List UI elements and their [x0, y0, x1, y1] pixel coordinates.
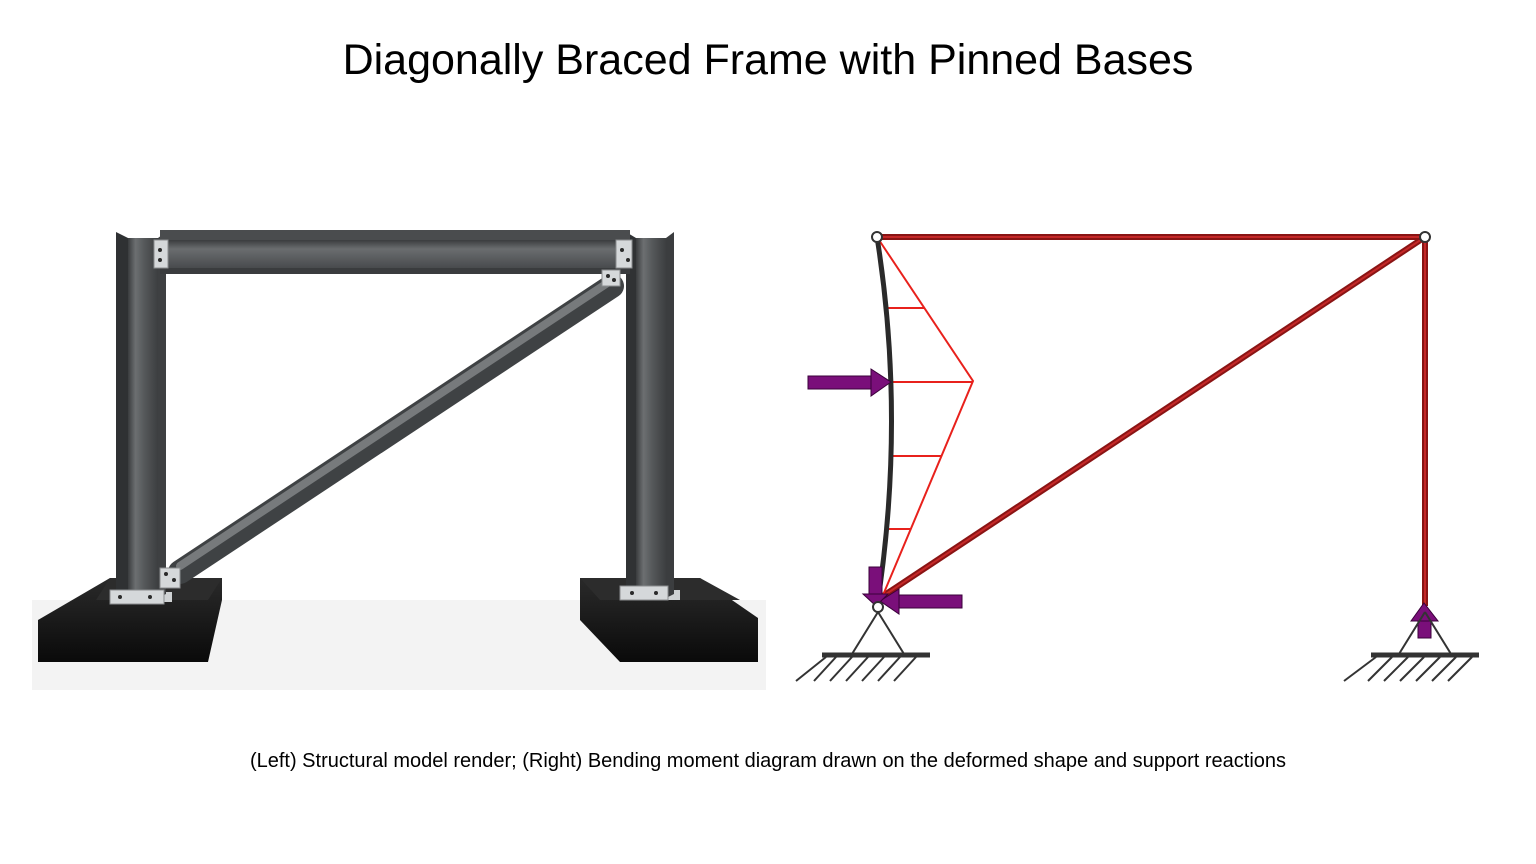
- top-beam: [160, 230, 630, 274]
- right-pinned-support: [1343, 611, 1479, 682]
- applied-load-arrow: [807, 368, 892, 397]
- right-column: [626, 232, 674, 598]
- left-pinned-support: [795, 611, 930, 682]
- left-horizontal-reaction-arrow: [879, 588, 963, 615]
- figure-caption: (Left) Structural model render; (Right) …: [249, 750, 1287, 772]
- moment-diagram: [876, 236, 975, 608]
- pin-joints: [871, 231, 1431, 613]
- diagonal-brace: [168, 274, 624, 584]
- left-vertical-reaction-arrow: [861, 566, 890, 607]
- right-vertical-reaction-arrow: [1410, 602, 1440, 639]
- deformed-left-column: [874, 236, 894, 608]
- figure-title: Diagonally Braced Frame with Pinned Base…: [342, 36, 1194, 84]
- left-column: [116, 232, 166, 598]
- brace-member-highlight: [879, 236, 1426, 599]
- bolt-heads: [118, 248, 658, 599]
